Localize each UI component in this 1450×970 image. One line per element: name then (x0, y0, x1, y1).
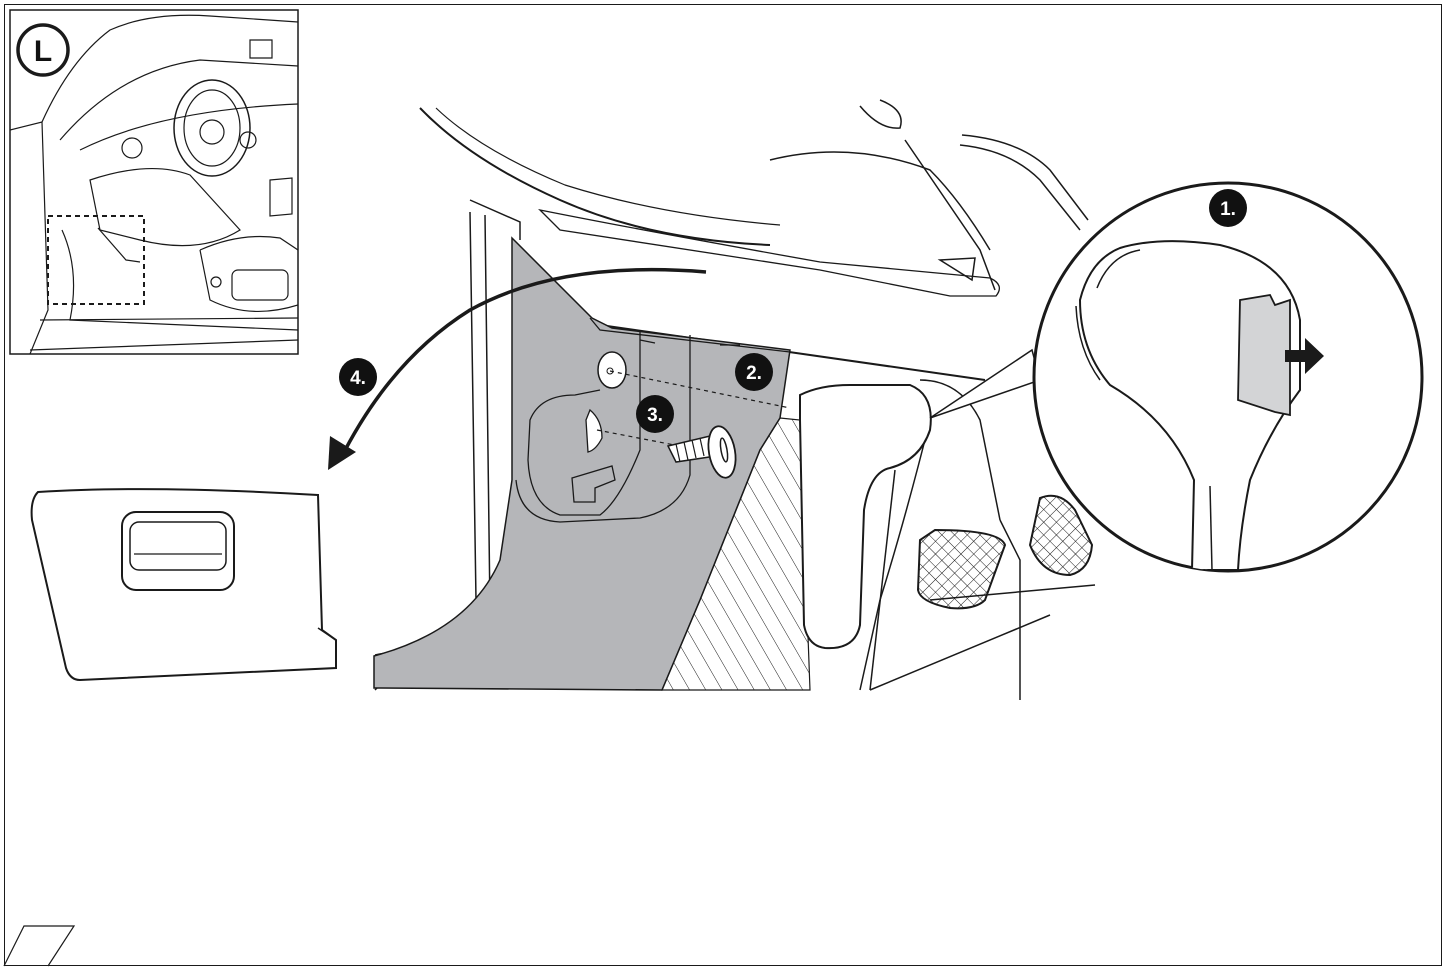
step-badge-4: 4. (339, 358, 377, 396)
removed-panel (32, 489, 336, 680)
step-badge-3: 3. (636, 395, 674, 433)
page-corner-mark (4, 926, 74, 966)
callout-pointer (930, 350, 1040, 418)
step-label-3: 3. (647, 405, 663, 426)
release-clip (1238, 295, 1290, 415)
step-label-2: 2. (746, 363, 762, 384)
panel-handle-inner (130, 522, 226, 570)
step-label-4: 4. (350, 368, 366, 389)
brake-pedal (918, 530, 1005, 608)
inset-thumbnail: L (10, 10, 298, 354)
step-badge-2: 2. (735, 353, 773, 391)
step-label-1: 1. (1220, 199, 1236, 220)
knee-cover-panel (800, 385, 931, 648)
inset-letter: L (34, 35, 52, 68)
step-badge-1: 1. (1209, 189, 1247, 227)
